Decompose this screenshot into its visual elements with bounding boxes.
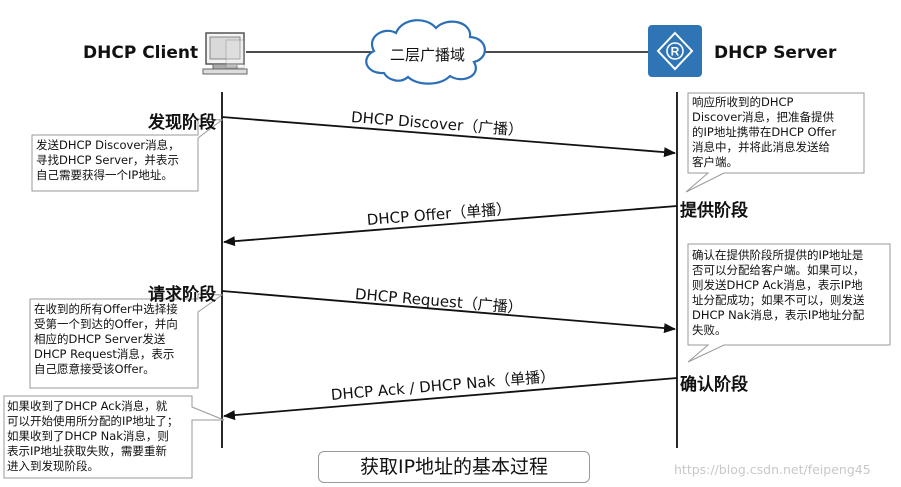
- phase-offer: 提供阶段: [680, 201, 748, 221]
- router-icon: R: [648, 25, 702, 77]
- discover-server-note: 响应所收到的DHCP Discover消息，把准备提供 的IP地址携带在DHCP…: [692, 95, 837, 169]
- ack-client-note: 如果收到了DHCP Ack消息，就 可以开始使用所分配的IP地址了； 如果收到了…: [7, 399, 179, 473]
- phase-discover: 发现阶段: [148, 113, 216, 133]
- discover-arrow: [221, 116, 676, 158]
- phase-ack: 确认阶段: [680, 375, 748, 395]
- server-label: DHCP Server: [714, 43, 837, 63]
- discover-client-note-shape: [31, 118, 224, 192]
- discover-server-note-shape: [685, 92, 865, 193]
- ack-client-note-shape: [3, 395, 225, 479]
- request-server-note-shape: [687, 243, 891, 363]
- caption-text: 获取IP地址的基本过程: [359, 456, 549, 478]
- client-label: DHCP Client: [83, 43, 199, 63]
- discover-client-note: 发送DHCP Discover消息， 寻找DHCP Server，并表示 自己需…: [36, 138, 180, 182]
- request-arrow: [221, 290, 676, 334]
- caption-box: 获取IP地址的基本过程: [318, 451, 590, 483]
- watermark-url: https://blog.csdn.net/feipeng45: [674, 462, 871, 477]
- request-client-note: 在收到的所有Offer中选择接 受第一个到达的Offer，并向 相应的DHCP …: [34, 302, 178, 376]
- computer-icon: [202, 32, 248, 75]
- ack-arrow: [223, 377, 678, 421]
- svg-text:R: R: [671, 45, 680, 59]
- request-server-note: 确认在提供阶段所提供的IP地址是 否可以分配给客户端。如果可以， 则发送DHCP…: [692, 248, 865, 337]
- request-client-note-shape: [29, 293, 224, 389]
- offer-arrow: [223, 205, 678, 247]
- cloud-label: 二层广播域: [390, 46, 466, 64]
- phase-request: 请求阶段: [148, 285, 216, 305]
- cloud-icon: [365, 19, 486, 85]
